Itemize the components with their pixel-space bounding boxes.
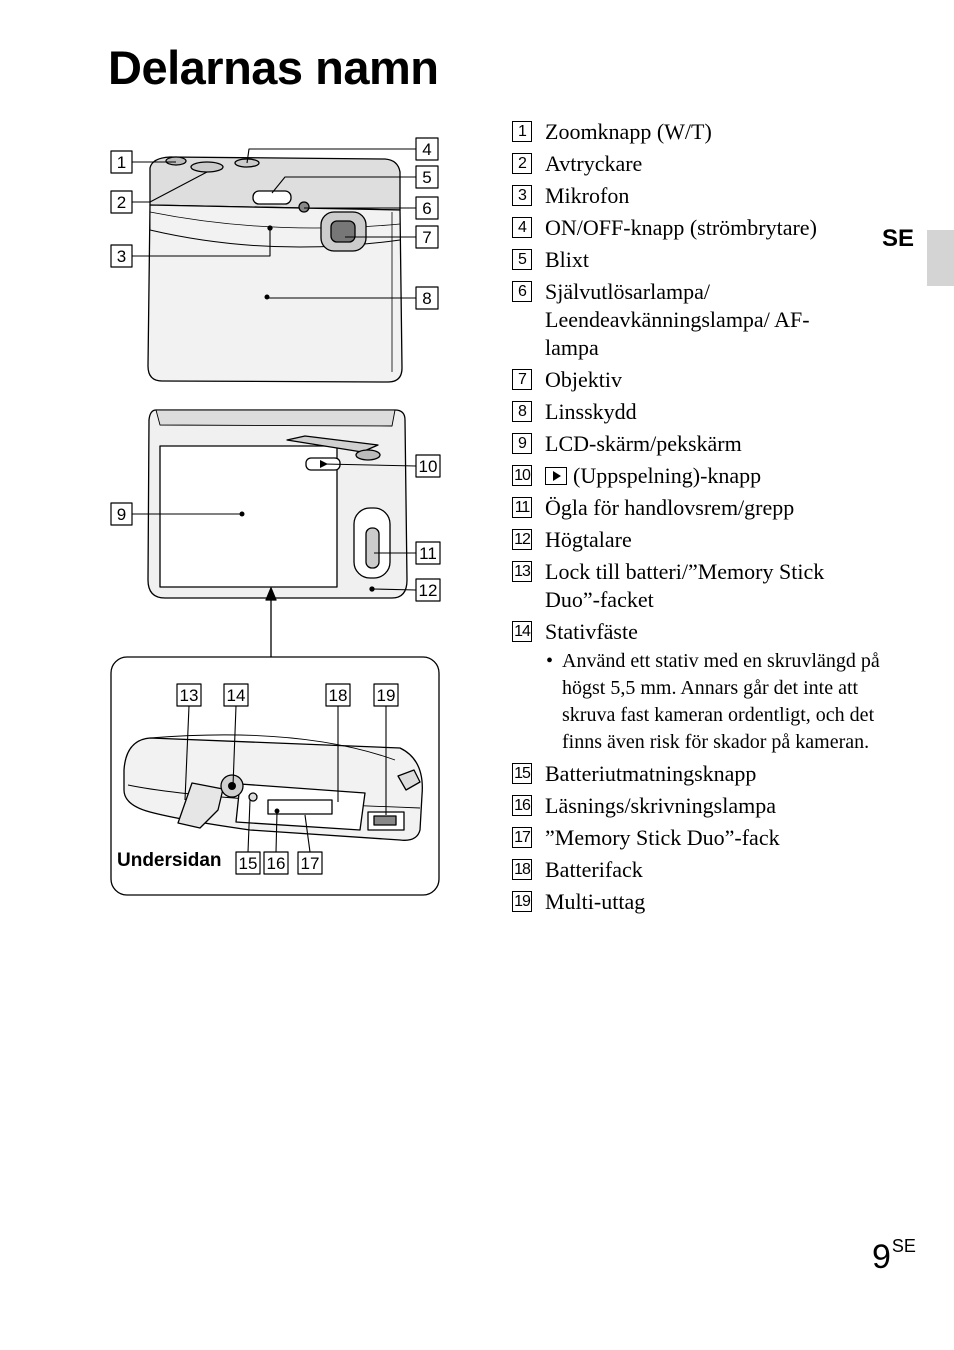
part-label: Ögla för handlovsrem/grepp	[545, 495, 795, 520]
part-item: 16 Läsnings/skrivningslampa	[512, 792, 882, 820]
callout-7: 7	[422, 228, 431, 247]
part-number-badge: 1	[512, 121, 532, 142]
part-item: 17 ”Memory Stick Duo”-fack	[512, 824, 882, 852]
part-item: 10 (Uppspelning)-knapp	[512, 462, 882, 490]
part-label: ”Memory Stick Duo”-fack	[545, 825, 780, 850]
camera-diagram: 1 2 3 4 5 6 7 8 9 10 11 12 13 14 18 19 1…	[110, 137, 441, 896]
part-label: Zoomknapp (W/T)	[545, 119, 712, 144]
camera-back-view	[147, 409, 408, 599]
leader-lines	[132, 148, 417, 853]
callout-4: 4	[422, 140, 431, 159]
part-item: 14 StativfästeAnvänd ett stativ med en sk…	[512, 618, 882, 756]
camera-bottom-view	[123, 734, 423, 841]
part-number-badge: 16	[512, 795, 532, 816]
callout-14: 14	[227, 686, 246, 705]
part-item: 6 Självutlösarlampa/ Leendeavkänningslamp…	[512, 278, 815, 362]
part-item: 18 Batterifack	[512, 856, 882, 884]
part-number-badge: 9	[512, 433, 532, 454]
part-label: Batterifack	[545, 857, 643, 882]
part-label: Mikrofon	[545, 183, 630, 208]
part-number-badge: 18	[512, 859, 532, 880]
callout-8: 8	[422, 289, 431, 308]
callout-12: 12	[419, 581, 438, 600]
callout-11: 11	[419, 544, 437, 563]
part-label: Högtalare	[545, 527, 632, 552]
part-label: Blixt	[545, 247, 590, 272]
part-number-badge: 2	[512, 153, 532, 174]
part-label: Läsnings/skrivningslampa	[545, 793, 776, 818]
part-label: Avtryckare	[545, 151, 643, 176]
part-item: 19 Multi-uttag	[512, 888, 882, 916]
callout-16: 16	[267, 854, 286, 873]
part-label: Objektiv	[545, 367, 622, 392]
callout-5: 5	[422, 168, 431, 187]
tripod-note: Använd ett stativ med en skruvlängd på h…	[545, 648, 882, 756]
part-item: 9 LCD-skärm/pekskärm	[512, 430, 882, 458]
part-number-badge: 10	[512, 465, 532, 486]
part-item: 11 Ögla för handlovsrem/grepp	[512, 494, 882, 522]
page-title: Delarnas namn	[108, 41, 439, 94]
callout-13: 13	[180, 686, 199, 705]
part-label: Stativfäste	[545, 619, 638, 644]
parts-list: 1 Zoomknapp (W/T) 2 Avtryckare 3 Mikrofon 4…	[512, 118, 882, 920]
part-number-badge: 5	[512, 249, 532, 270]
part-item: 15 Batteriutmatningsknapp	[512, 760, 882, 788]
part-number-badge: 7	[512, 369, 532, 390]
callout-17: 17	[301, 854, 320, 873]
part-label: Självutlösarlampa/ Leendeavkänningslampa…	[545, 279, 810, 360]
callout-15: 15	[239, 854, 258, 873]
part-item: 12 Högtalare	[512, 526, 882, 554]
part-number-badge: 8	[512, 401, 532, 422]
callout-19: 19	[377, 686, 396, 705]
bottom-view-caption: Undersidan	[117, 850, 222, 871]
part-label: Lock till batteri/”Memory Stick Duo”-fac…	[545, 559, 825, 612]
part-item: 5 Blixt	[512, 246, 882, 274]
part-label: ON/OFF-knapp (strömbrytare)	[545, 215, 817, 240]
part-item: 7 Objektiv	[512, 366, 882, 394]
language-tab-label: SE	[882, 225, 915, 252]
part-number-badge: 11	[512, 497, 532, 518]
callout-boxes	[110, 137, 441, 875]
part-item: 3 Mikrofon	[512, 182, 882, 210]
camera-front-view	[147, 156, 403, 383]
callout-numbers: 1 2 3 4 5 6 7 8 9 10 11 12 13 14 18 19 1…	[117, 140, 438, 873]
part-item: 8 Linsskydd	[512, 398, 882, 426]
part-number-badge: 15	[512, 763, 532, 784]
callout-2: 2	[117, 193, 126, 212]
callout-9: 9	[117, 505, 126, 524]
part-number-badge: 13	[512, 561, 532, 582]
part-label: Batteriutmatningsknapp	[545, 761, 757, 786]
page-number: 9SE	[872, 1236, 916, 1277]
part-item: 1 Zoomknapp (W/T)	[512, 118, 882, 146]
part-number-badge: 12	[512, 529, 532, 550]
play-button-icon	[545, 467, 567, 485]
part-number-badge: 14	[512, 621, 532, 642]
page-number-value: 9	[872, 1238, 891, 1276]
part-label: (Uppspelning)-knapp	[573, 463, 762, 488]
language-tab	[927, 230, 954, 286]
callout-18: 18	[329, 686, 348, 705]
part-number-badge: 17	[512, 827, 532, 848]
callout-1: 1	[117, 153, 126, 172]
callout-3: 3	[117, 247, 126, 266]
part-item: 4 ON/OFF-knapp (strömbrytare)	[512, 214, 882, 242]
page-number-suffix: SE	[891, 1236, 916, 1256]
callout-10: 10	[419, 457, 438, 476]
part-label: LCD-skärm/pekskärm	[545, 431, 742, 456]
part-item: 2 Avtryckare	[512, 150, 882, 178]
callout-6: 6	[422, 199, 431, 218]
part-number-badge: 6	[512, 281, 532, 302]
part-label: Linsskydd	[545, 399, 637, 424]
part-label: Multi-uttag	[545, 889, 646, 914]
part-number-badge: 4	[512, 217, 532, 238]
part-item: 13 Lock till batteri/”Memory Stick Duo”-f…	[512, 558, 882, 614]
part-number-badge: 19	[512, 891, 532, 912]
part-number-badge: 3	[512, 185, 532, 206]
